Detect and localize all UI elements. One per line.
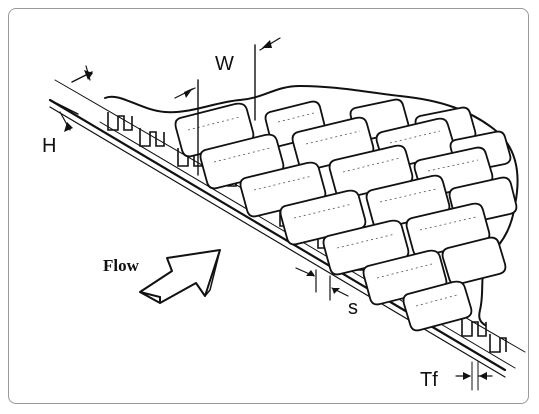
spacing-dimension bbox=[295, 267, 349, 301]
fin-strips bbox=[174, 98, 518, 332]
width-label: W bbox=[215, 53, 234, 75]
fin-thickness-dimension bbox=[455, 361, 493, 391]
flow-label: Flow bbox=[103, 256, 140, 275]
fin-thickness-label: Tf bbox=[420, 369, 438, 391]
spacing-label: s bbox=[348, 297, 358, 319]
fin-shading bbox=[187, 112, 479, 307]
flow-arrow-icon bbox=[139, 249, 221, 304]
height-label: H bbox=[42, 135, 56, 157]
height-dimension bbox=[49, 65, 93, 132]
width-dimension bbox=[174, 37, 281, 176]
